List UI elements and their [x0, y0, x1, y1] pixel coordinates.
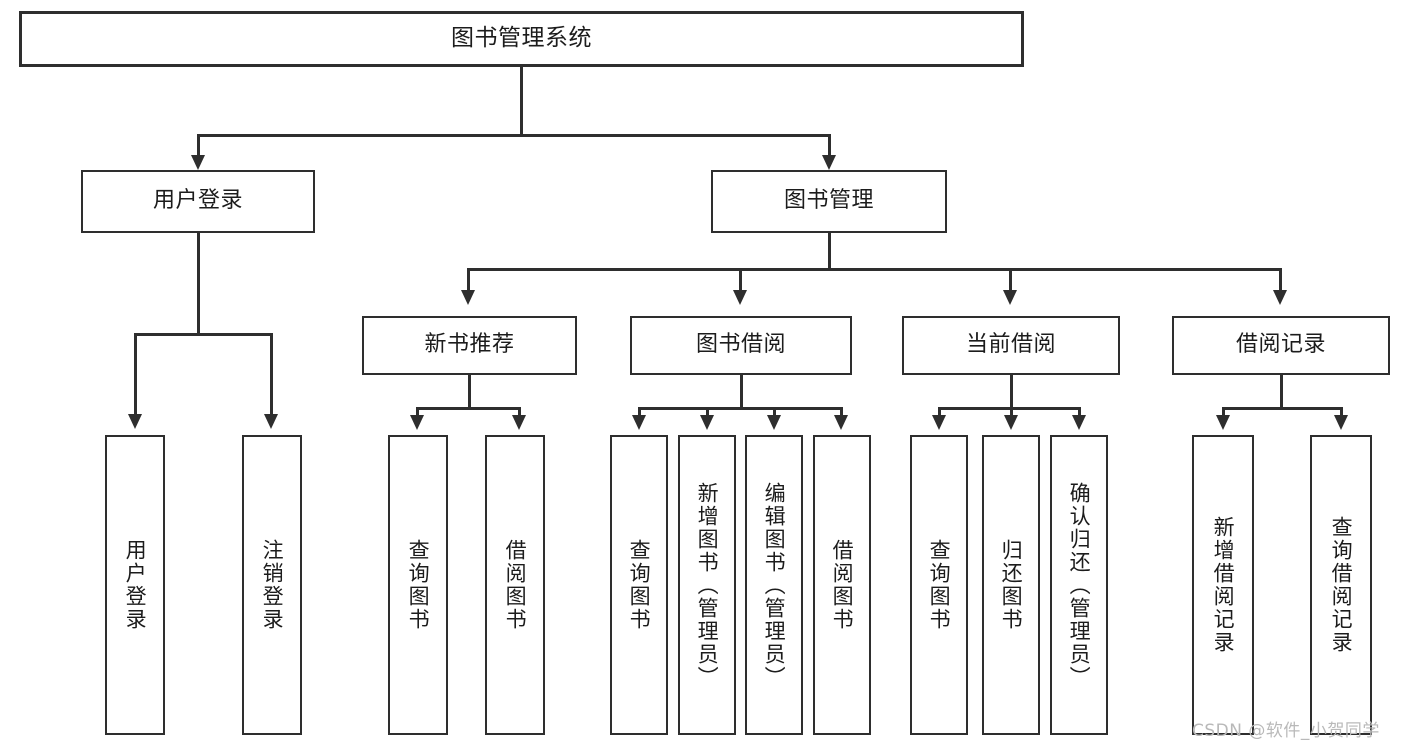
leaf-return-book[interactable]: 归还图书	[982, 435, 1040, 735]
leaf-logout[interactable]: 注销登录	[242, 435, 302, 735]
leaf-borrow-book[interactable]: 借阅图书	[813, 435, 871, 735]
arrow-newbook-l1	[410, 415, 424, 430]
leaf-user-login[interactable]: 用户登录	[105, 435, 165, 735]
leaf-edit-book-admin[interactable]: 编辑图书（管理员）	[745, 435, 803, 735]
arrow-newbook-l2	[512, 415, 526, 430]
arrow-borrow-l1	[632, 415, 646, 430]
arrow-root-to-user	[191, 155, 205, 170]
arrow-current-l3	[1072, 415, 1086, 430]
leaf-add-book-admin[interactable]: 新增图书（管理员）	[678, 435, 736, 735]
connector-current-l2	[1010, 407, 1013, 416]
connector-root-bus	[197, 134, 831, 137]
arrow-current-l1	[932, 415, 946, 430]
connector-borrow-bus	[638, 407, 842, 410]
connector-newbook-l1	[416, 407, 419, 416]
connector-root-drop	[520, 67, 523, 136]
node-borrow-record[interactable]: 借阅记录	[1172, 316, 1390, 375]
connector-book-c1	[467, 268, 470, 291]
connector-user-bus	[134, 333, 272, 336]
connector-borrow-l1	[638, 407, 641, 416]
connector-borrow-l3	[773, 407, 776, 416]
connector-root-to-user	[197, 134, 200, 156]
connector-newbook-l2	[518, 407, 521, 416]
leaf-confirm-return-admin[interactable]: 确认归还（管理员）	[1050, 435, 1108, 735]
connector-record-l2	[1340, 407, 1343, 416]
connector-record-drop	[1280, 375, 1283, 409]
arrow-user-leaf1	[128, 414, 142, 429]
connector-book-bus	[467, 268, 1281, 271]
arrow-root-to-book	[822, 155, 836, 170]
arrow-book-c3	[1003, 290, 1017, 305]
leaf-query-book-recommend[interactable]: 查询图书	[388, 435, 448, 735]
arrow-borrow-l2	[700, 415, 714, 430]
leaf-add-borrow-record[interactable]: 新增借阅记录	[1192, 435, 1254, 735]
arrow-current-l2	[1004, 415, 1018, 430]
node-root-system[interactable]: 图书管理系统	[19, 11, 1024, 67]
arrow-book-c1	[461, 290, 475, 305]
node-new-book-recommend[interactable]: 新书推荐	[362, 316, 577, 375]
connector-user-leaf1	[134, 333, 137, 415]
connector-borrow-l4	[840, 407, 843, 416]
connector-book-c2	[739, 268, 742, 291]
connector-current-l3	[1078, 407, 1081, 416]
connector-book-c3	[1009, 268, 1012, 291]
node-book-borrow[interactable]: 图书借阅	[630, 316, 852, 375]
node-book-management[interactable]: 图书管理	[711, 170, 947, 233]
arrow-record-l1	[1216, 415, 1230, 430]
connector-current-drop	[1010, 375, 1013, 409]
connector-borrow-drop	[740, 375, 743, 409]
connector-current-l1	[938, 407, 941, 416]
arrow-borrow-l3	[767, 415, 781, 430]
csdn-watermark: CSDN @软件_小贺同学	[1192, 721, 1380, 741]
node-current-borrow[interactable]: 当前借阅	[902, 316, 1120, 375]
connector-root-to-book	[828, 134, 831, 156]
connector-record-l1	[1222, 407, 1225, 416]
node-user-login[interactable]: 用户登录	[81, 170, 315, 233]
connector-book-drop	[828, 233, 831, 270]
connector-newbook-bus	[416, 407, 520, 410]
connector-record-bus	[1222, 407, 1342, 410]
connector-user-drop	[197, 233, 200, 335]
connector-newbook-drop	[468, 375, 471, 409]
leaf-query-book-current[interactable]: 查询图书	[910, 435, 968, 735]
arrow-borrow-l4	[834, 415, 848, 430]
arrow-user-leaf2	[264, 414, 278, 429]
connector-current-bus	[938, 407, 1080, 410]
leaf-query-borrow-record[interactable]: 查询借阅记录	[1310, 435, 1372, 735]
leaf-query-book-borrow[interactable]: 查询图书	[610, 435, 668, 735]
connector-user-leaf2	[270, 333, 273, 415]
leaf-borrow-book-recommend[interactable]: 借阅图书	[485, 435, 545, 735]
arrow-book-c2	[733, 290, 747, 305]
arrow-record-l2	[1334, 415, 1348, 430]
connector-borrow-l2	[706, 407, 709, 416]
connector-book-c4	[1279, 268, 1282, 291]
arrow-book-c4	[1273, 290, 1287, 305]
